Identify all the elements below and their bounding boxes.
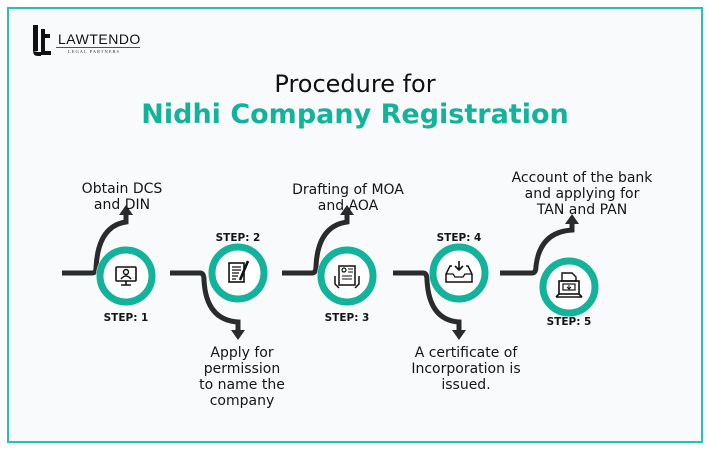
step-description-line: Account of the bank (511, 170, 653, 186)
step-description-line: Incorporation is (411, 361, 521, 377)
arrow-down-icon-2 (231, 330, 245, 340)
logo-mark-icon (33, 25, 51, 56)
step-circle-4 (429, 243, 489, 303)
connector-2 (170, 270, 241, 330)
step-description-line: to name the (199, 377, 285, 393)
step-description-line: company (209, 393, 275, 409)
step-label-3: STEP: 3 (324, 312, 370, 324)
arrow-down-icon-4 (452, 330, 466, 340)
step-description-line: A certificate of (414, 345, 518, 361)
logo: LAWTENDO LEGAL PARTNERS (30, 23, 150, 63)
step-label-5: STEP: 5 (546, 316, 592, 328)
step-description-line: and DIN (93, 197, 151, 213)
inbox-download-icon (445, 261, 473, 283)
step-description-line: and AOA (317, 198, 379, 214)
logo-divider (56, 47, 140, 48)
step-description-line: permission (203, 361, 281, 377)
document-pen-icon (228, 260, 250, 283)
monitor-user-icon (115, 266, 137, 286)
step-description-line: and applying for (524, 186, 640, 202)
step-label-1: STEP: 1 (103, 312, 149, 324)
connector-4 (393, 270, 462, 330)
step-label-2: STEP: 2 (215, 232, 261, 244)
title-line-1: Procedure for (274, 70, 436, 98)
title-line-2: Nidhi Company Registration (141, 99, 569, 130)
step-description-line: TAN and PAN (536, 202, 628, 218)
arrow-up-icon-1 (119, 205, 133, 215)
connector-3 (282, 215, 350, 276)
step-description-line: issued. (441, 377, 491, 393)
step-description-line: Drafting of MOA (292, 182, 404, 198)
logo-tagline: LEGAL PARTNERS (68, 49, 121, 54)
connector-5 (500, 224, 575, 276)
arrow-up-icon-5 (565, 214, 579, 224)
step-description-line: Obtain DCS (81, 181, 163, 197)
step-description-line: Apply for (210, 345, 274, 361)
laptop-document-icon (555, 272, 583, 298)
arrow-up-icon-3 (340, 205, 354, 215)
logo-name: LAWTENDO (58, 31, 141, 47)
step-label-4: STEP: 4 (436, 232, 482, 244)
connector-1 (62, 215, 129, 276)
id-document-hands-icon (334, 265, 360, 289)
